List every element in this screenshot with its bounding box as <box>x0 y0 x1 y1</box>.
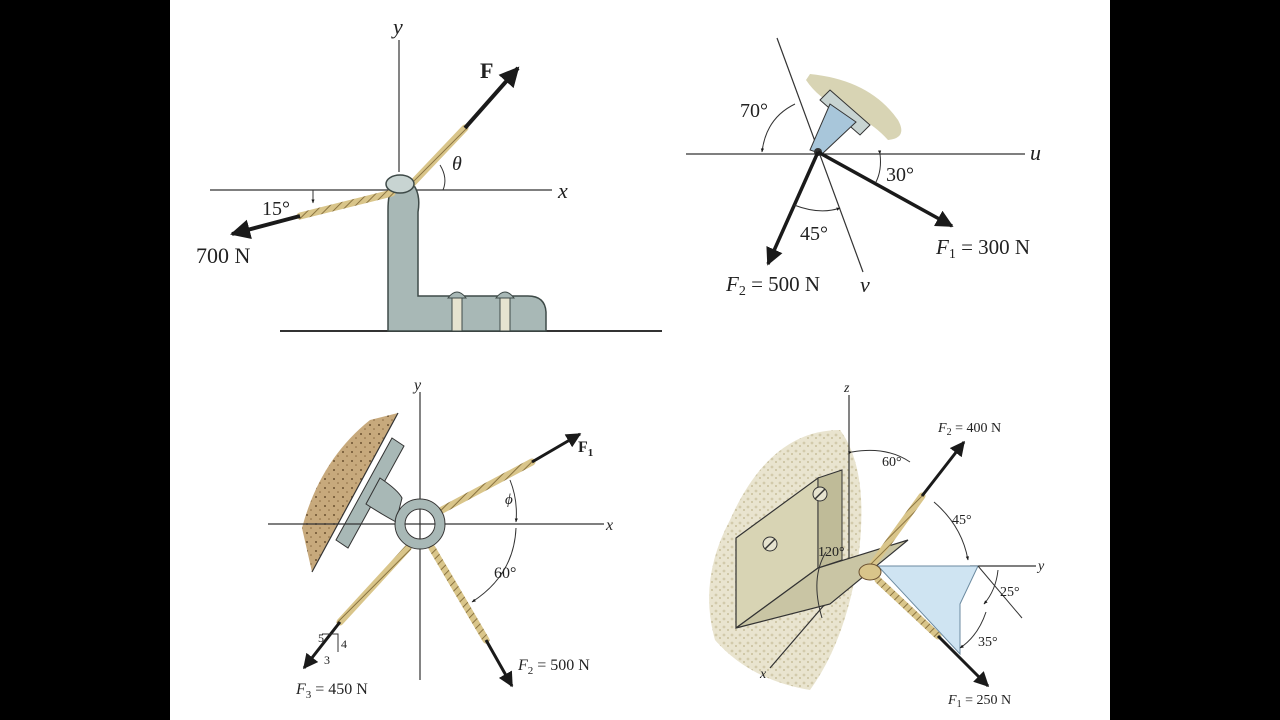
force-F1-label: F1 = 300 N <box>935 235 1030 262</box>
bolt-lower-slot <box>764 538 776 550</box>
slope-triangle <box>322 633 339 652</box>
force-F-arrow <box>463 66 520 130</box>
angle-25-arc <box>983 569 999 605</box>
z-axis-label: z <box>843 381 850 396</box>
angle-70-label: 70° <box>740 100 768 122</box>
u-axis-label: u <box>1030 140 1041 165</box>
angle-120-label: 120° <box>818 545 845 560</box>
rope-F3 <box>336 544 412 626</box>
y-axis-label: y <box>1036 559 1045 574</box>
angle-45-arc <box>933 501 969 561</box>
angle-120-arc <box>816 551 827 619</box>
y-axis-label: y <box>391 14 403 39</box>
angle-60-label: 60° <box>882 455 902 470</box>
x-axis-label: x <box>759 667 767 682</box>
figure-3-ring: y x F1 ϕ 60° 5 4 3 F2 = 500 N F3 = 450 N <box>268 377 613 701</box>
bolt-left-head <box>446 291 468 299</box>
triangle-3-label: 3 <box>324 653 330 667</box>
wall-face <box>311 412 399 573</box>
angle-60-label: 60° <box>494 565 516 582</box>
angle-35-arc <box>959 611 987 649</box>
angle-70-arc <box>760 103 796 153</box>
angle-30-arc <box>875 150 882 183</box>
angle-45-label: 45° <box>800 223 828 245</box>
force-F2-arrow <box>484 639 514 688</box>
rope-right <box>404 124 469 192</box>
rope-left <box>296 189 396 220</box>
ring <box>395 499 445 549</box>
statics-diagrams: y x F θ 15° 700 N 70° 30° 45° u v F1 = 3… <box>196 14 1045 710</box>
force-F1-arrow <box>817 150 954 228</box>
bolt-upper-slot <box>814 488 826 500</box>
force-F2-label: F2 = 400 N <box>937 421 1001 438</box>
rope-knot <box>858 563 882 581</box>
rope-F1 <box>874 576 942 640</box>
figure-1-bracket-hook: y x F θ 15° 700 N <box>196 14 662 332</box>
x-axis-label: x <box>557 178 568 203</box>
rope-F1 <box>438 458 536 514</box>
sloped-wall <box>302 413 398 572</box>
force-F2-label: F2 = 500 N <box>517 657 590 677</box>
projection-plane <box>876 565 979 656</box>
theta-arc <box>439 164 446 191</box>
rope-F2 <box>866 492 926 572</box>
projection-line <box>977 565 1023 619</box>
bolt-right <box>499 295 511 332</box>
ring-outline <box>394 498 446 550</box>
ring-inner <box>404 508 436 540</box>
figure-2-ceiling-bracket: 70° 30° 45° u v F1 = 300 N F2 = 500 N <box>686 37 1041 299</box>
angle-60-arc <box>848 449 911 463</box>
l-bracket <box>387 177 547 332</box>
force-F1-arrow <box>936 634 990 688</box>
plate <box>819 89 871 136</box>
bolt-right-head <box>494 291 516 299</box>
force-F-label: F <box>480 58 493 83</box>
hook-eye <box>385 174 415 194</box>
angle-15-label: 15° <box>262 198 290 220</box>
phi-label: ϕ <box>505 492 513 508</box>
triangle-5-label: 5 <box>318 631 324 645</box>
triangle-4-label: 4 <box>341 637 347 651</box>
bolt-left <box>451 295 463 332</box>
angle-45-arc <box>793 204 841 212</box>
force-F2-arrow <box>766 151 820 266</box>
angle-bracket-flange <box>735 539 909 629</box>
angle-45-label: 45° <box>952 513 972 528</box>
force-700-label: 700 N <box>196 243 251 268</box>
force-F1-label: F1 = 250 N <box>947 693 1011 710</box>
force-F1-arrow <box>531 432 582 464</box>
x-axis-label: x <box>605 517 613 534</box>
phi-arc <box>509 479 518 523</box>
force-F2-arrow <box>920 440 966 497</box>
figure-4-3d-bracket: z y x F2 = 400 N F1 = 250 N 60° 45° 120°… <box>709 381 1045 710</box>
theta-label: θ <box>452 153 462 175</box>
angle-30-label: 30° <box>886 164 914 186</box>
angle-60-arc <box>471 527 517 603</box>
force-700-arrow <box>230 214 301 240</box>
force-F1-label: F1 <box>578 439 593 459</box>
force-F3-label: F3 = 450 N <box>295 681 368 701</box>
diagram-slide: y x F θ 15° 700 N 70° 30° 45° u v F1 = 3… <box>170 0 1110 720</box>
angle-25-label: 25° <box>1000 585 1020 600</box>
v-axis-label: v <box>860 272 870 297</box>
force-F2-label: F2 = 500 N <box>725 272 820 299</box>
y-axis-label: y <box>412 377 422 394</box>
force-F3-arrow <box>302 621 342 670</box>
rope-F2 <box>428 544 490 644</box>
ring-plate <box>335 437 405 549</box>
angle-35-label: 35° <box>978 635 998 650</box>
